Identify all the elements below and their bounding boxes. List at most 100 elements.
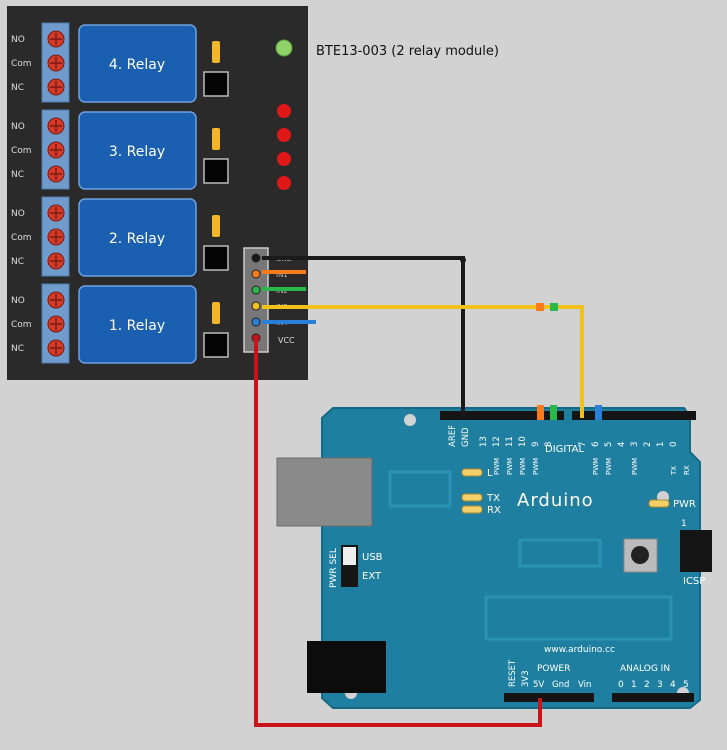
power-led — [275, 39, 293, 57]
wire-junction — [460, 257, 466, 263]
header-pin — [251, 269, 261, 279]
board-trace — [518, 538, 602, 568]
tx-pin-label: TX — [670, 466, 678, 476]
power-header — [504, 693, 594, 702]
status-led-1 — [277, 176, 291, 190]
power-pin-label: Vin — [578, 680, 591, 690]
icsp-header — [680, 530, 712, 572]
digital-pin-label: 9 — [531, 442, 541, 447]
wire-vcc-red — [254, 338, 542, 727]
relay-body — [78, 198, 197, 277]
pin-jumper-blue — [595, 405, 602, 420]
pwr-sel-cap — [343, 547, 356, 565]
analog-pin-label: 4 — [670, 680, 676, 690]
arduino-brand: Arduino — [517, 490, 594, 511]
digital-label: DIGITAL — [545, 444, 585, 455]
relay-diode — [203, 245, 229, 271]
module-label: BTE13-003 (2 relay module) — [316, 44, 499, 59]
relay-label: 1. Relay — [109, 318, 165, 334]
header-pin — [251, 285, 261, 295]
header-pin — [251, 301, 261, 311]
terminal-com-label: Com — [11, 146, 32, 156]
analog-pin-label: 3 — [657, 680, 663, 690]
digital-header-left — [440, 411, 564, 420]
pin-jumper-orange — [537, 405, 544, 420]
wire-marker-orange — [536, 303, 544, 311]
relay-label: 2. Relay — [109, 231, 165, 247]
pwm-label: PWM — [605, 458, 613, 475]
led-l-label: L — [487, 468, 493, 479]
relay-body — [78, 111, 197, 190]
led-rx-label: RX — [487, 505, 501, 516]
analog-pin-label: 5 — [683, 680, 689, 690]
wire-in-yellow — [262, 305, 584, 418]
vcc-label: VCC — [278, 336, 295, 345]
relay-body — [78, 285, 197, 364]
ext-label: EXT — [362, 571, 382, 582]
terminal-com-label: Com — [11, 233, 32, 243]
header-pin-label: IN1 — [276, 271, 288, 279]
terminal-no-label: NO — [11, 35, 25, 45]
digital-pin-label: 11 — [505, 436, 515, 447]
relay-resistor — [212, 41, 220, 63]
analog-label: ANALOG IN — [620, 664, 670, 674]
analog-header — [612, 693, 694, 702]
pwm-label: PWM — [493, 458, 501, 475]
reset-button-cap — [631, 546, 649, 564]
header-pin — [251, 253, 261, 263]
digital-pin-label: 4 — [617, 442, 627, 447]
relay-diode — [203, 158, 229, 184]
mount-hole — [404, 414, 416, 426]
rx-pin-label: RX — [683, 465, 691, 475]
led-pwr — [648, 499, 670, 508]
digital-pin-label: 8 — [544, 442, 554, 447]
terminal-com-label: Com — [11, 59, 32, 69]
digital-pin-label: 3 — [630, 442, 640, 447]
digital-pin-label: 1 — [656, 442, 666, 447]
pwm-label: PWM — [519, 458, 527, 475]
terminal-no-label: NO — [11, 209, 25, 219]
analog-pin-label: 2 — [644, 680, 650, 690]
icsp-label: ICSP — [683, 576, 705, 587]
analog-pin-label: 0 — [618, 680, 624, 690]
pwm-label: PWM — [592, 458, 600, 475]
pwm-label: PWM — [506, 458, 514, 475]
relay-label: 4. Relay — [109, 57, 165, 73]
pwm-label: PWM — [631, 458, 639, 475]
digital-pin-label: 12 — [492, 436, 502, 447]
digital-pin-label: 2 — [643, 442, 653, 447]
digital-pin-label: GND — [461, 427, 471, 447]
digital-pin-label: 5 — [604, 442, 614, 447]
power-label: POWER — [537, 664, 570, 674]
relay-diode — [203, 332, 229, 358]
status-led-4 — [277, 104, 291, 118]
icsp-pin1: 1 — [681, 519, 687, 529]
digital-pin-label: 6 — [591, 442, 601, 447]
analog-pin-label: 1 — [631, 680, 637, 690]
relay-resistor — [212, 302, 220, 324]
power-pin-label: Gnd — [552, 680, 569, 690]
board-trace — [484, 595, 673, 641]
header-pin — [251, 317, 261, 327]
relay-label: 3. Relay — [109, 144, 165, 160]
led-tx — [461, 493, 483, 502]
terminal-no-label: NO — [11, 122, 25, 132]
terminal-no-label: NO — [11, 296, 25, 306]
digital-pin-label: 13 — [479, 436, 489, 447]
usb-label: USB — [362, 552, 383, 563]
board-trace — [388, 470, 452, 508]
digital-header-right — [572, 411, 696, 420]
terminal-nc-label: NC — [11, 344, 24, 354]
wire-marker-green — [550, 303, 558, 311]
power-pin-label: 5V — [533, 680, 544, 690]
power-pin-label: 3V3 — [521, 670, 531, 687]
led-tx-label: TX — [486, 493, 500, 504]
